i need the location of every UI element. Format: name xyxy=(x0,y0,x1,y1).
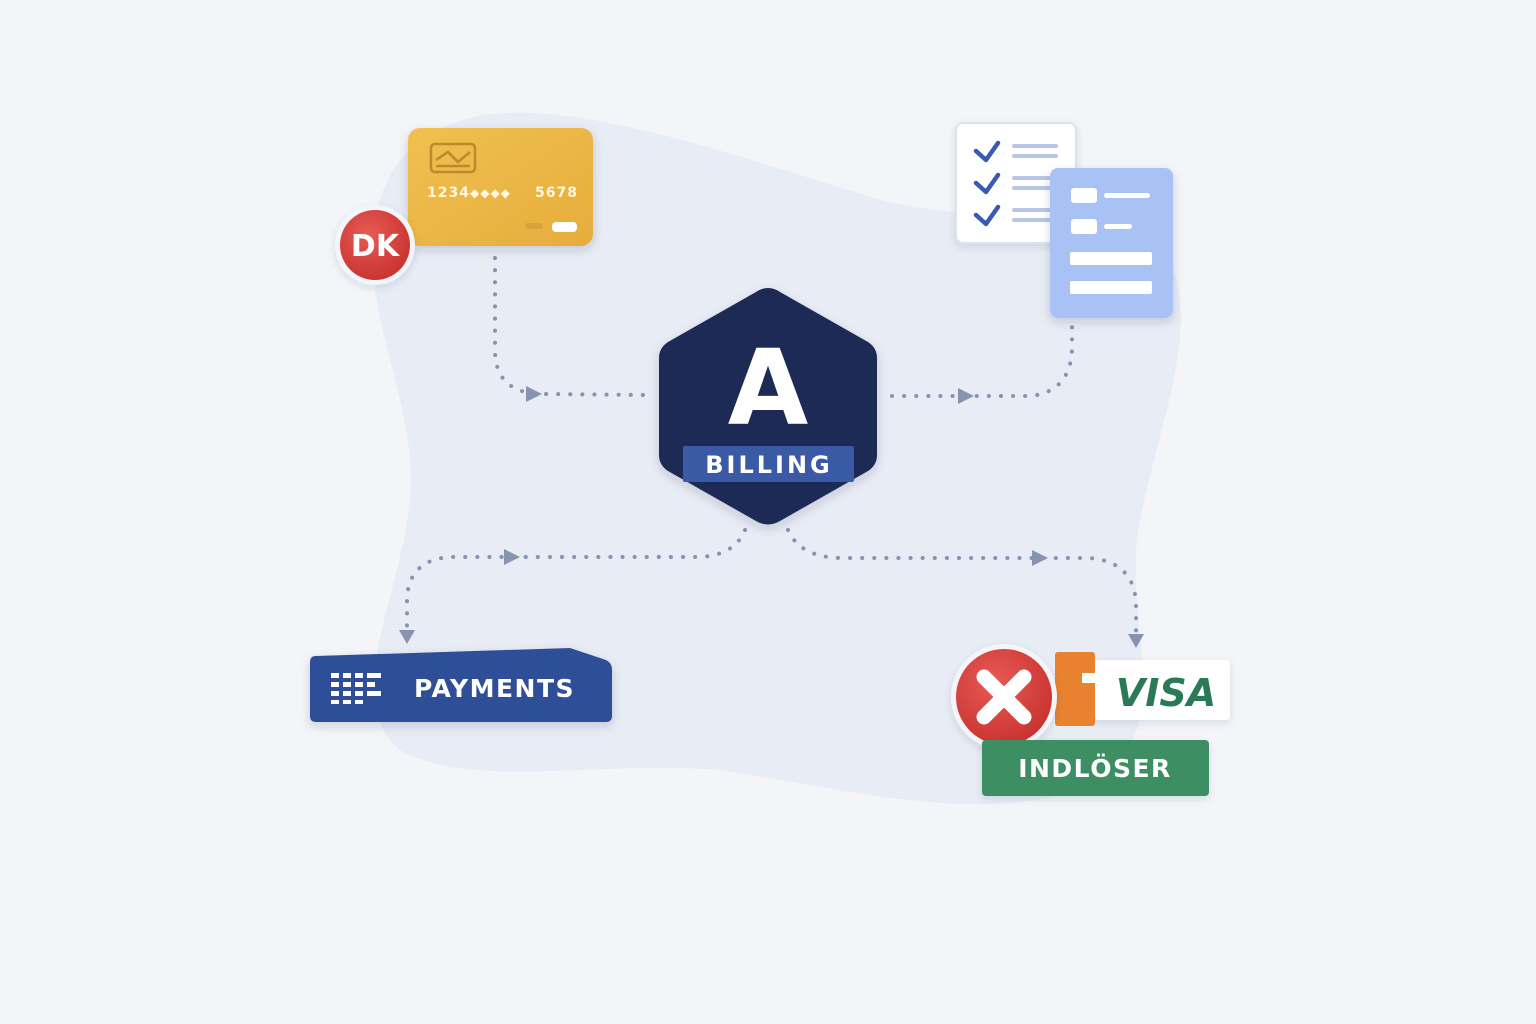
acquirer-group: VISA INDLÖSER xyxy=(951,644,1230,796)
hub-letter: A xyxy=(728,327,809,449)
billing-band xyxy=(683,446,854,482)
arrow-down-icon xyxy=(399,630,415,644)
arrow-right-icon xyxy=(958,388,974,404)
orange-card xyxy=(1055,652,1095,726)
card-chip-icon xyxy=(429,142,477,174)
dk-badge: DK xyxy=(335,205,415,285)
checkmark-icon xyxy=(973,204,1001,227)
checklist-lines xyxy=(1012,144,1058,222)
dk-badge-text: DK xyxy=(351,229,401,264)
hub-label: BILLING xyxy=(705,451,833,479)
visa-brand-text: VISA xyxy=(1116,671,1216,715)
payments-box xyxy=(310,648,612,722)
indloser-label: INDLÖSER xyxy=(1018,753,1172,783)
arrow-right-icon xyxy=(1032,550,1048,566)
card-stripe-small xyxy=(525,223,543,229)
orange-card-notch xyxy=(1082,673,1098,683)
connectors xyxy=(405,256,1138,637)
arrow-down-icon xyxy=(1128,634,1144,648)
close-icon xyxy=(976,669,1032,725)
reject-badge xyxy=(951,644,1057,750)
card-number-start: 1234 xyxy=(427,185,470,201)
arrow-right-icon xyxy=(526,386,542,402)
connector-arrowheads xyxy=(399,386,1144,648)
indloser-box xyxy=(982,740,1209,796)
card-stripe-white xyxy=(552,222,577,232)
connector-hub-to-documents xyxy=(890,323,1074,398)
checkmark-icon xyxy=(973,140,1001,163)
visa-card-backdrop xyxy=(1094,660,1230,720)
payments-grid-icon xyxy=(331,673,381,704)
form-document xyxy=(1050,168,1173,318)
card-number-mask: ◆◆◆◆ xyxy=(470,186,511,200)
card-number-end: 5678 xyxy=(535,185,578,201)
form-fields xyxy=(1070,188,1152,294)
arrow-right-icon xyxy=(504,549,520,565)
checkmark-icons xyxy=(973,140,1001,227)
checkmark-icon xyxy=(973,172,1001,195)
payments-label: PAYMENTS xyxy=(414,674,575,703)
